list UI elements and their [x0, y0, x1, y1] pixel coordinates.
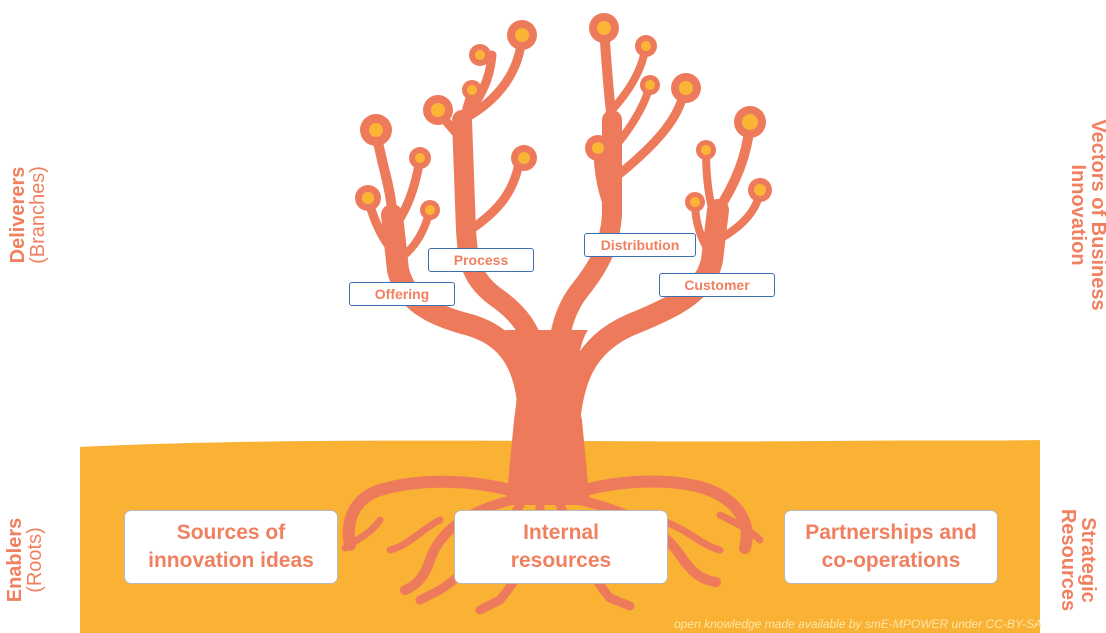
tree-limbs	[363, 23, 764, 451]
flower	[696, 140, 716, 160]
enablers-title: Enablers	[4, 517, 26, 603]
flower	[360, 114, 392, 146]
flower	[355, 185, 381, 211]
vectors-title: Vectors of Business	[1087, 119, 1106, 311]
strategic-title: Strategic	[1077, 517, 1099, 603]
license-credit: open knowledge made available by smE-MPO…	[674, 617, 1042, 631]
deliverers-title: Deliverers	[7, 166, 29, 264]
root-box-sources: Sources of innovation ideas	[124, 510, 338, 584]
resources-subtitle: Resources	[1057, 508, 1079, 612]
flower	[462, 80, 482, 100]
flower	[671, 73, 701, 103]
enablers-label: Enablers (Roots)	[4, 500, 46, 620]
flower	[511, 145, 537, 171]
root-box-internal-text: Internal resources	[510, 521, 612, 572]
vectors-label: Vectors of Business Innovation	[1067, 105, 1106, 325]
branch-box-distribution: Distribution	[584, 233, 696, 257]
vectors-subtitle: Innovation	[1067, 164, 1089, 266]
flower	[640, 75, 660, 95]
strategic-resources-label: Strategic Resources	[1057, 500, 1099, 620]
root-box-partnerships: Partnerships and co-operations	[784, 510, 998, 584]
flower	[507, 20, 537, 50]
flower	[635, 35, 657, 57]
root-box-internal: Internal resources	[454, 510, 668, 584]
branch-box-offering: Offering	[349, 282, 455, 306]
flower	[734, 106, 766, 138]
flower	[423, 95, 453, 125]
deliverers-label: Deliverers (Branches)	[7, 135, 49, 295]
root-box-partnerships-text: Partnerships and co-operations	[805, 521, 977, 572]
flower	[585, 135, 611, 161]
flower	[409, 147, 431, 169]
branch-box-process: Process	[428, 248, 534, 272]
flower	[420, 200, 440, 220]
flower	[685, 192, 705, 212]
deliverers-subtitle: (Branches)	[27, 166, 49, 264]
flower	[469, 44, 491, 66]
tree-flowers	[355, 13, 772, 220]
branch-box-customer: Customer	[659, 273, 775, 297]
enablers-subtitle: (Roots)	[24, 527, 46, 593]
flower	[748, 178, 772, 202]
flower	[589, 13, 619, 43]
root-box-sources-text: Sources of innovation ideas	[148, 521, 314, 572]
